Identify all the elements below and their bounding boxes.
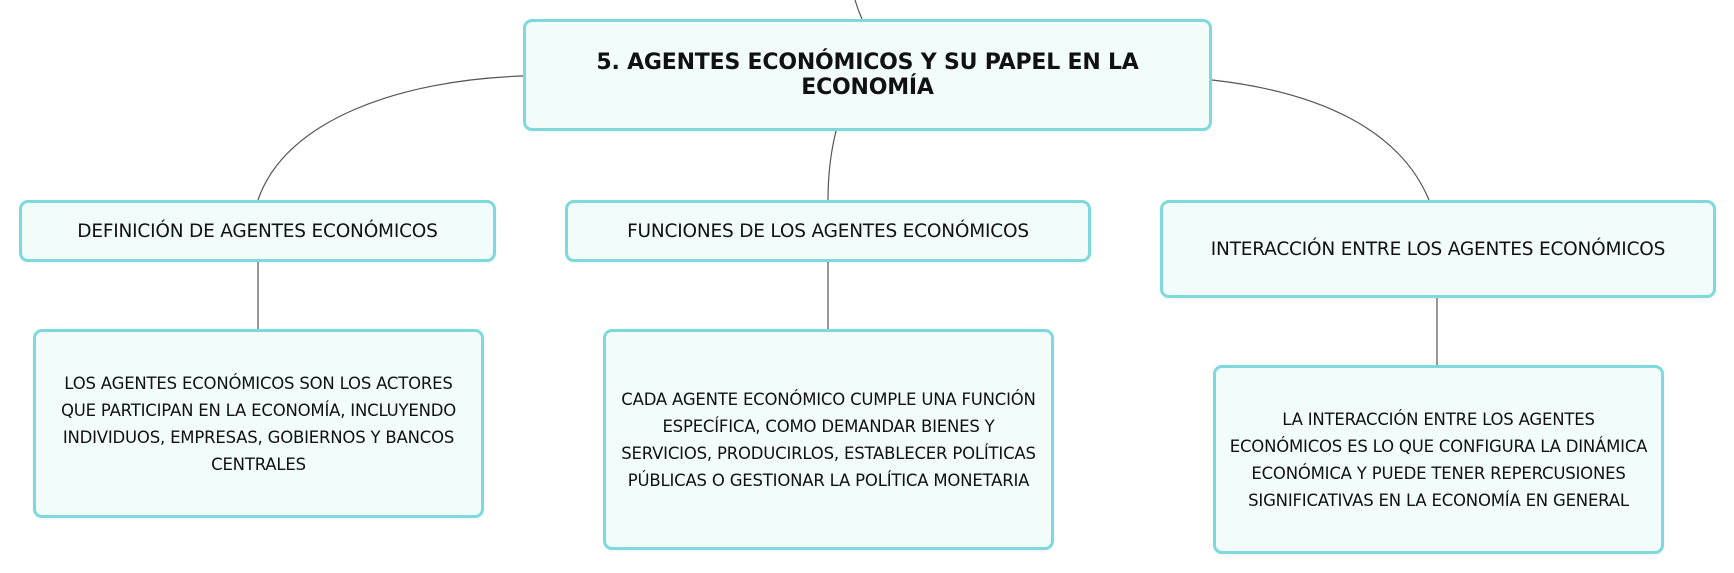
topic-title-funciones: FUNCIONES DE LOS AGENTES ECONÓMICOS	[627, 220, 1029, 242]
detail-node-interaccion[interactable]: LA INTERACCIÓN ENTRE LOS AGENTES ECONÓMI…	[1213, 365, 1664, 554]
topic-node-funciones[interactable]: FUNCIONES DE LOS AGENTES ECONÓMICOS	[565, 200, 1091, 262]
connector-parent-to-root	[854, 0, 863, 20]
detail-node-definicion[interactable]: LOS AGENTES ECONÓMICOS SON LOS ACTORES Q…	[33, 329, 484, 518]
detail-text-interaccion: LA INTERACCIÓN ENTRE LOS AGENTES ECONÓMI…	[1229, 409, 1648, 510]
topic-node-interaccion[interactable]: INTERACCIÓN ENTRE LOS AGENTES ECONÓMICOS	[1160, 200, 1716, 298]
connector-root-to-definicion	[257, 75, 524, 201]
root-topic-node[interactable]: 5. AGENTES ECONÓMICOS Y SU PAPEL EN LA E…	[523, 19, 1212, 131]
topic-title-definicion: DEFINICIÓN DE AGENTES ECONÓMICOS	[77, 220, 438, 242]
detail-node-funciones[interactable]: CADA AGENTE ECONÓMICO CUMPLE UNA FUNCIÓN…	[603, 329, 1054, 550]
detail-text-funciones: CADA AGENTE ECONÓMICO CUMPLE UNA FUNCIÓN…	[621, 389, 1036, 490]
connector-root-to-interaccion	[1211, 79, 1430, 201]
connector-root-to-funciones	[827, 130, 837, 201]
topic-title-interaccion: INTERACCIÓN ENTRE LOS AGENTES ECONÓMICOS	[1210, 238, 1666, 260]
detail-text-definicion: LOS AGENTES ECONÓMICOS SON LOS ACTORES Q…	[60, 373, 457, 474]
root-topic-title: 5. AGENTES ECONÓMICOS Y SU PAPEL EN LA E…	[596, 50, 1139, 100]
topic-node-definicion[interactable]: DEFINICIÓN DE AGENTES ECONÓMICOS	[19, 200, 496, 262]
